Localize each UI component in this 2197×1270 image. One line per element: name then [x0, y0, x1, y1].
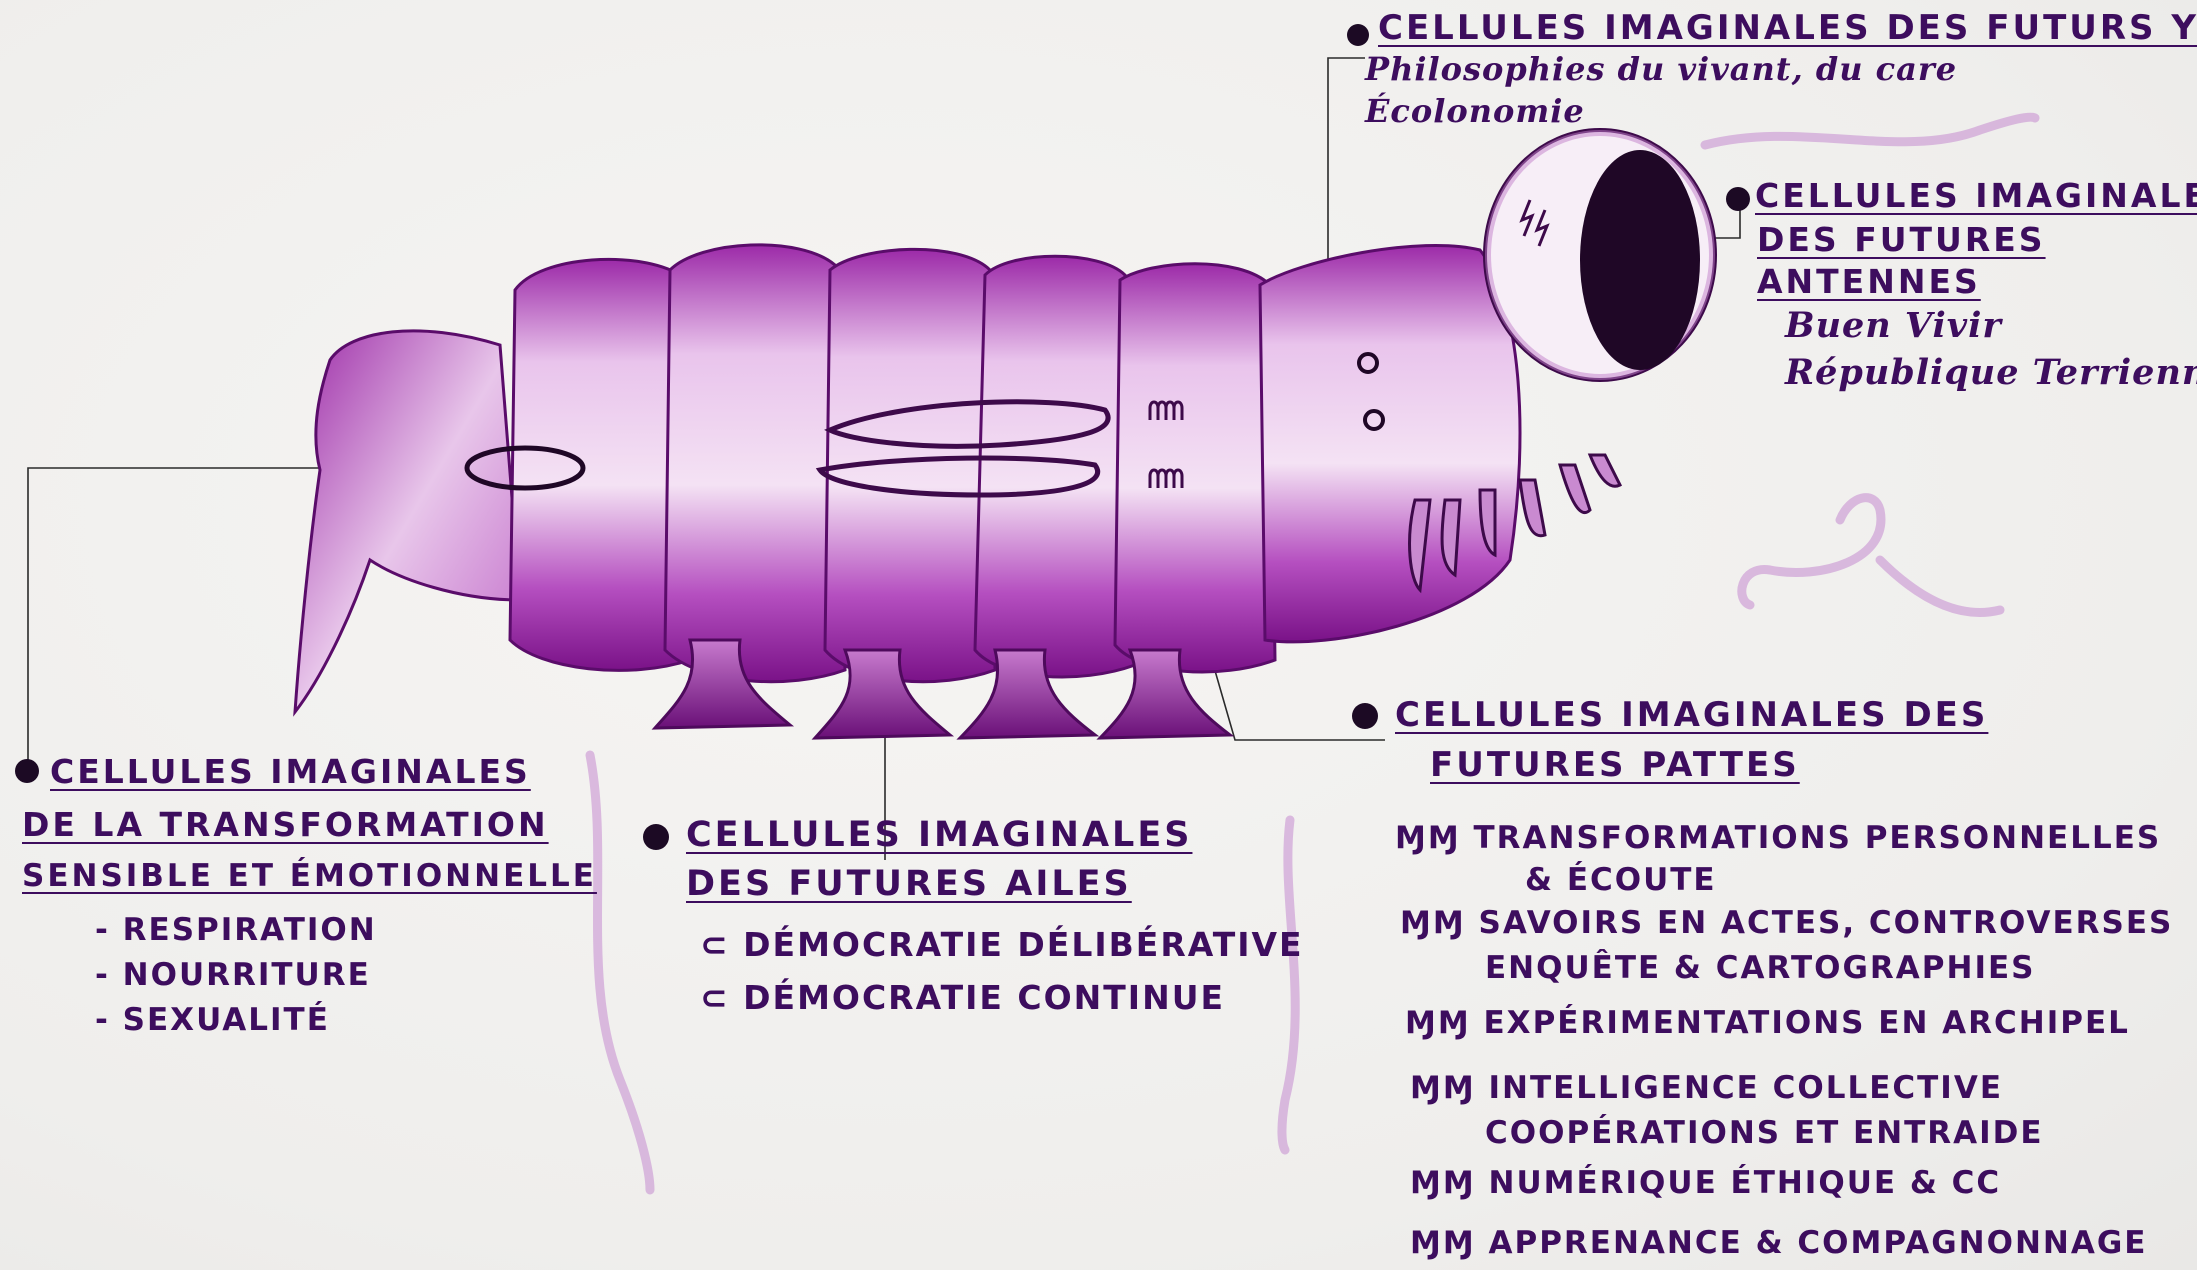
caterpillar-segments	[510, 245, 1520, 682]
antennae-item-2: République Terrienne	[1785, 352, 2197, 393]
eyes-item-1-text: Philosophies du vivant, du care	[1365, 50, 1957, 88]
caterpillar-head	[1485, 130, 1715, 380]
eyes-title: Cellules imaginales des futurs yeux	[1378, 8, 2197, 48]
leg-marker-small-icon: ɱɱ	[1400, 905, 1479, 941]
wing-marker-small-icon: ⊂	[700, 978, 743, 1017]
wings-item-1-text: Démocratie délibérative	[743, 925, 1303, 964]
antennae-title-line-1: Cellules imaginales	[1755, 176, 2197, 215]
legs-item-3: ɱɱ Expérimentations en archipel	[1405, 1005, 2130, 1041]
leg-marker-small-icon: ɱɱ	[1410, 1165, 1489, 1201]
legs-item-1b: & écoute	[1525, 862, 1717, 898]
leg-marker-small-icon: ɱɱ	[1410, 1070, 1489, 1106]
eyes-item-2-text: Écolonomie	[1365, 92, 1585, 130]
wings-title-line-1: Cellules imaginales	[686, 815, 1192, 855]
antennae-item-1-text: Buen Vivir	[1785, 305, 2002, 346]
leg-marker-small-icon: ɱɱ	[1395, 820, 1474, 856]
legs-item-5-text: Numérique éthique & CC	[1489, 1165, 2002, 1201]
legs-title-line-1: Cellules imaginales des	[1395, 695, 1988, 735]
legs-item-4-text: Intelligence collective	[1489, 1070, 2004, 1106]
transformation-title-line-2: de la transformation	[22, 805, 549, 844]
legs-item-5: ɱɱ Numérique éthique & CC	[1410, 1165, 2001, 1201]
leg-marker-small-icon: ɱɱ	[1410, 1225, 1489, 1261]
wings-item-1: ⊂ Démocratie délibérative	[700, 925, 1304, 964]
transformation-item-2: - Nourriture	[95, 957, 371, 993]
antennae-item-1: Buen Vivir	[1785, 305, 2002, 346]
wing-marker-small-icon: ⊂	[700, 925, 743, 964]
legs-title-line-2: futures pattes	[1430, 745, 1800, 785]
legs-item-2: ɱɱ Savoirs en actes, controverses	[1400, 905, 2173, 941]
wings-item-2-text: Démocratie continue	[743, 978, 1225, 1017]
leg-marker-small-icon: ɱɱ	[1405, 1005, 1484, 1041]
antennae-title-line-3: antennes	[1757, 262, 1981, 301]
legs-item-1: ɱɱ Transformations personnelles	[1395, 820, 2161, 856]
transformation-title-line-3: sensible et émotionnelle	[22, 858, 597, 894]
transformation-item-1: - Respiration	[95, 912, 377, 948]
legs-item-4b: coopérations et entraide	[1485, 1115, 2044, 1151]
legs-item-2-text: Savoirs en actes, controverses	[1479, 905, 2174, 941]
transformation-title-line-1: Cellules imaginales	[50, 752, 531, 791]
wings-title-line-2: des futures ailes	[686, 864, 1132, 904]
legs-item-6-text: Apprenance & compagnonnage	[1489, 1225, 2148, 1261]
transformation-item-3: - Sexualité	[95, 1002, 330, 1038]
antennae-title-line-2: des futures	[1757, 220, 2046, 259]
eyes-item-2: Écolonomie	[1365, 92, 1585, 130]
caterpillar-tail	[295, 331, 520, 712]
legs-item-1-text: Transformations personnelles	[1474, 820, 2162, 856]
legs-item-2b: enquête & cartographies	[1485, 950, 2036, 986]
legs-item-4: ɱɱ Intelligence collective	[1410, 1070, 2003, 1106]
antennae-item-2-text: République Terrienne	[1785, 352, 2197, 393]
eyes-item-1: Philosophies du vivant, du care	[1365, 50, 1957, 88]
legs-item-3-text: Expérimentations en archipel	[1484, 1005, 2130, 1041]
eye-dark	[1580, 150, 1700, 370]
wings-item-2: ⊂ Démocratie continue	[700, 978, 1225, 1017]
legs-item-6: ɱɱ Apprenance & compagnonnage	[1410, 1225, 2147, 1261]
